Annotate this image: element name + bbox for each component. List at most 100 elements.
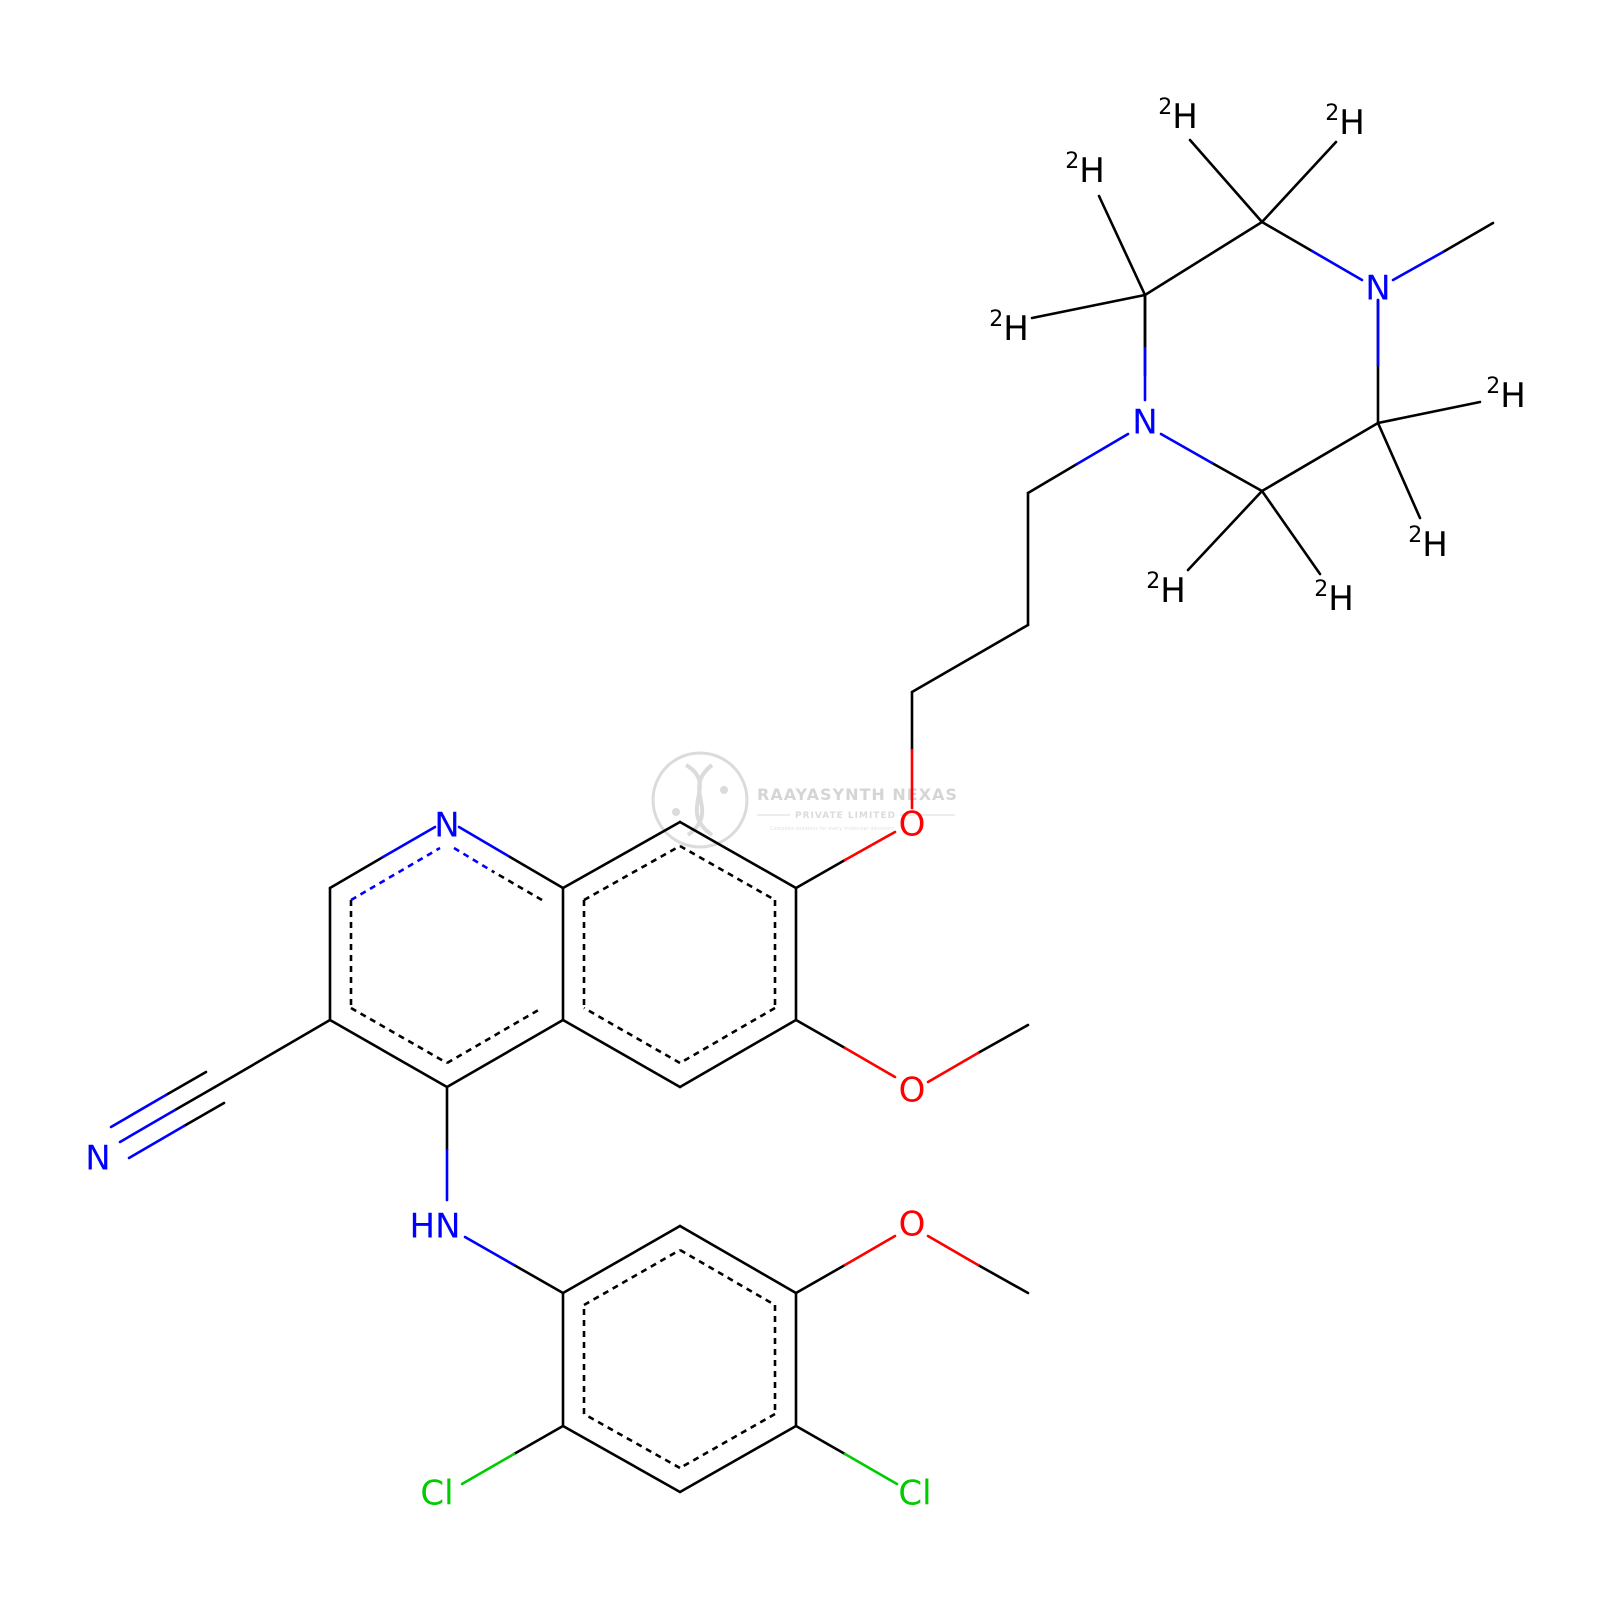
isotope-number: 2 [1158, 95, 1172, 120]
bond [182, 1101, 226, 1128]
bond [678, 820, 798, 890]
bond [1310, 249, 1364, 282]
bond [910, 623, 1030, 694]
bond [976, 1263, 1030, 1295]
aromatic-bond [679, 1412, 776, 1470]
bond [561, 1224, 682, 1295]
atom-label-n-nitrile: N [85, 1139, 110, 1179]
aromatic-bond [583, 1248, 681, 1307]
bond [512, 1424, 565, 1456]
isotope-number: 2 [1408, 523, 1422, 548]
bond [843, 830, 897, 862]
bond [445, 1018, 565, 1089]
aromatic-bond [453, 846, 493, 873]
element-symbol: H [1003, 309, 1029, 349]
bond [1097, 194, 1147, 297]
watermark-tagline: Complete solutions for every molecular d… [770, 826, 894, 832]
atom-label-n-ring: N [434, 806, 459, 846]
watermark-helix-icon [684, 763, 714, 837]
deuterium-label: 2H [989, 307, 1029, 349]
watermark-logo: RAAYASYNTH NEXAS PRIVATE LIMITED Complet… [651, 751, 958, 849]
element-symbol: H [1500, 376, 1526, 416]
bond [1391, 250, 1445, 282]
bond [1260, 220, 1314, 253]
aromatic-bond-layer-n [350, 846, 493, 902]
element-symbol: H [1328, 579, 1354, 619]
bond [678, 1018, 798, 1089]
bond [926, 1051, 980, 1084]
bond [561, 1424, 682, 1494]
hetero-bond-layer [109, 249, 1445, 1486]
bond [508, 855, 565, 890]
bond [512, 1263, 565, 1295]
watermark-circle-icon [651, 751, 749, 849]
atom-label-n-piperazine-4: N [1365, 269, 1390, 309]
bond [127, 1124, 186, 1160]
aromatic-bond [491, 869, 543, 902]
bond [118, 1108, 177, 1144]
bond [794, 858, 847, 890]
bond [328, 855, 385, 890]
watermark-subtitle: PRIVATE LIMITED [795, 811, 896, 821]
bond [678, 1424, 798, 1494]
aromatic-bond [446, 1006, 543, 1065]
bond [561, 820, 682, 890]
bond [678, 1224, 798, 1295]
aromatic-bond [679, 1248, 776, 1307]
bond [1143, 220, 1264, 297]
bond [1441, 221, 1495, 254]
atom-label-layer: N N HN O O O Cl Cl N N [85, 269, 1390, 1514]
atom-label-cl-left: Cl [420, 1474, 453, 1514]
bond [328, 1018, 449, 1089]
watermark-dot-icon [720, 786, 728, 794]
bond [463, 1235, 516, 1267]
deuterium-label: 2H [1146, 569, 1186, 611]
bond [1376, 421, 1422, 520]
atom-label-cl-right: Cl [898, 1474, 931, 1514]
deuterium-label: 2H [1065, 149, 1105, 191]
watermark-dot-icon [672, 808, 680, 816]
bond [1026, 462, 1079, 495]
aromatic-bond [583, 1006, 681, 1065]
aromatic-bond-layer [349, 844, 777, 1470]
bond [1075, 432, 1130, 466]
deuterium-label-layer: 2H 2H 2H 2H 2H 2H 2H 2H [989, 95, 1526, 619]
isotope-number: 2 [1146, 569, 1160, 594]
bond [1186, 489, 1264, 572]
bond [561, 1018, 682, 1089]
deuterium-label: 2H [1325, 101, 1365, 143]
watermark-company: RAAYASYNTH NEXAS [757, 785, 958, 804]
bond [794, 1263, 847, 1295]
aromatic-bond [679, 844, 776, 902]
aromatic-bond [583, 844, 681, 902]
isotope-number: 2 [1314, 577, 1328, 602]
bond [173, 1085, 217, 1112]
bond [460, 1452, 516, 1486]
bond [1188, 138, 1264, 224]
aromatic-bond [350, 846, 441, 902]
bond [457, 825, 512, 859]
isotope-number: 2 [1486, 374, 1500, 399]
bond [109, 1093, 168, 1129]
atom-label-o-ether: O [899, 805, 926, 845]
bond [843, 1234, 897, 1267]
element-symbol: H [1160, 571, 1186, 611]
bond [1260, 489, 1322, 576]
element-symbol: H [1172, 97, 1198, 137]
atom-label-nh: HN [410, 1207, 461, 1247]
bond [1260, 140, 1338, 224]
isotope-number: 2 [1325, 101, 1339, 126]
isotope-number: 2 [989, 307, 1003, 332]
deuterium-label: 2H [1486, 374, 1526, 416]
bond [1210, 461, 1264, 493]
aromatic-bond [679, 1006, 776, 1065]
isotope-number: 2 [1065, 149, 1079, 174]
bond [164, 1070, 208, 1097]
element-symbol: H [1339, 103, 1365, 143]
bond [213, 1018, 332, 1089]
aromatic-bond [583, 1412, 681, 1470]
bond [976, 1023, 1030, 1055]
deuterium-label: 2H [1158, 95, 1198, 137]
